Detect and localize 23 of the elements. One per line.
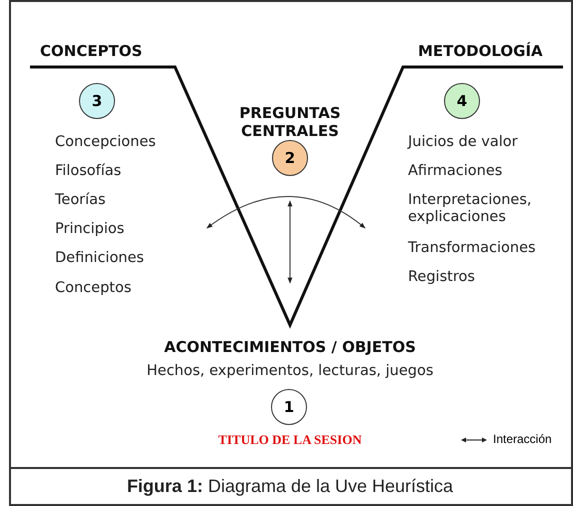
section-heading: METODOLOGÍA bbox=[418, 42, 543, 60]
list-item: Juicios de valor bbox=[408, 134, 518, 152]
list-item: Definiciones bbox=[55, 250, 144, 268]
section-heading: PREGUNTAS CENTRALES bbox=[238, 104, 342, 140]
numbered-circle: 4 bbox=[444, 83, 480, 119]
numbered-circle: 1 bbox=[271, 389, 307, 425]
list-item: Teorías bbox=[55, 192, 106, 210]
list-item: Filosofías bbox=[55, 163, 122, 180]
numbered-circle: 2 bbox=[272, 140, 308, 176]
section-heading: CONCEPTOS bbox=[40, 42, 142, 60]
legend-label: Interacción bbox=[493, 432, 552, 446]
description-text: Hechos, experimentos, lecturas, juegos bbox=[146, 363, 434, 380]
list-item: Conceptos bbox=[55, 280, 132, 298]
section-heading: ACONTECIMIENTOS / OBJETOS bbox=[164, 338, 416, 356]
list-item: Registros bbox=[408, 269, 475, 286]
list-item: Principios bbox=[55, 221, 124, 238]
session-title: TITULO DE LA SESION bbox=[218, 432, 362, 448]
list-item: Afirmaciones bbox=[408, 163, 502, 180]
numbered-circle: 3 bbox=[79, 83, 115, 119]
list-item: Interpretaciones, explicaciones bbox=[408, 192, 533, 227]
list-item: Transformaciones bbox=[408, 240, 536, 258]
list-item: Concepciones bbox=[55, 134, 156, 152]
figure-caption: Figura 1: Diagrama de la Uve Heurística bbox=[126, 476, 454, 498]
